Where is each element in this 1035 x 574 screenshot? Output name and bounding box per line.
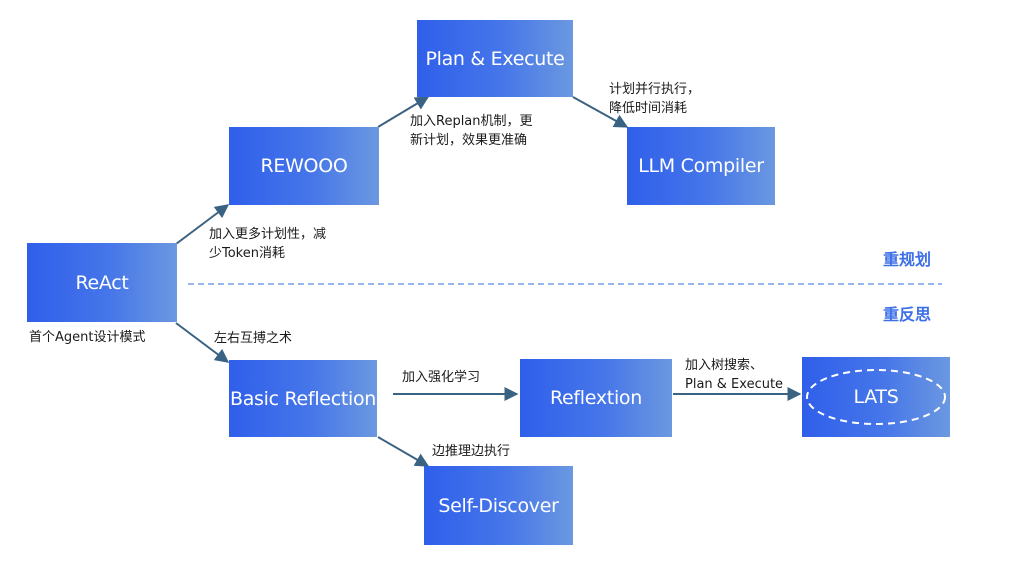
edge-label-rewooo-to-plan: 加入Replan机制，更 新计划，效果更准确 <box>410 112 533 150</box>
edge-label-line: 新计划，效果更准确 <box>410 133 528 148</box>
node-lats-label: LATS <box>853 386 899 408</box>
edge-label-react-to-rewooo: 加入更多计划性，减 少Token消耗 <box>209 225 326 263</box>
edge-label-line: Plan & Execute <box>685 377 784 392</box>
edge-label-line: 加入更多计划性，减 <box>209 227 327 242</box>
node-plan-execute: Plan & Execute <box>417 20 573 97</box>
section-label-reflection: 重反思 <box>883 305 932 324</box>
node-basic-reflection: Basic Reflection <box>229 360 377 437</box>
edge-label-line: 少Token消耗 <box>209 246 285 261</box>
node-react: ReAct <box>27 243 177 322</box>
edge-label-line: 加入树搜索、 <box>685 358 764 373</box>
arrow-react-to-rewooo <box>175 204 230 245</box>
node-rewooo: REWOOO <box>229 127 379 205</box>
edge-label-line: 计划并行执行， <box>609 82 701 97</box>
edge-label-react-to-basic: 左右互搏之术 <box>214 331 293 346</box>
arrow-plan-to-compiler <box>572 96 629 128</box>
arrow-react-to-basic <box>175 322 230 363</box>
node-reflextion: Reflextion <box>520 359 672 437</box>
arrow-basic-to-self-discover <box>377 436 430 467</box>
node-self-discover: Self-Discover <box>424 466 573 545</box>
dashed-ellipse <box>806 369 946 425</box>
edge-label-plan-to-compiler: 计划并行执行， 降低时间消耗 <box>609 80 700 118</box>
edge-label-basic-to-reflextion: 加入强化学习 <box>402 370 481 385</box>
edge-label-line: 加入Replan机制，更 <box>410 114 533 129</box>
section-label-replan: 重规划 <box>883 250 932 269</box>
react-caption: 首个Agent设计模式 <box>29 330 146 345</box>
edge-label-basic-to-self-discover: 边推理边执行 <box>432 444 511 459</box>
edge-label-reflextion-to-lats: 加入树搜索、 Plan & Execute <box>685 356 783 394</box>
node-llm-compiler: LLM Compiler <box>627 127 775 205</box>
node-lats: LATS <box>802 357 950 437</box>
arrow-rewooo-to-plan <box>377 96 430 128</box>
edge-label-line: 降低时间消耗 <box>609 101 688 116</box>
